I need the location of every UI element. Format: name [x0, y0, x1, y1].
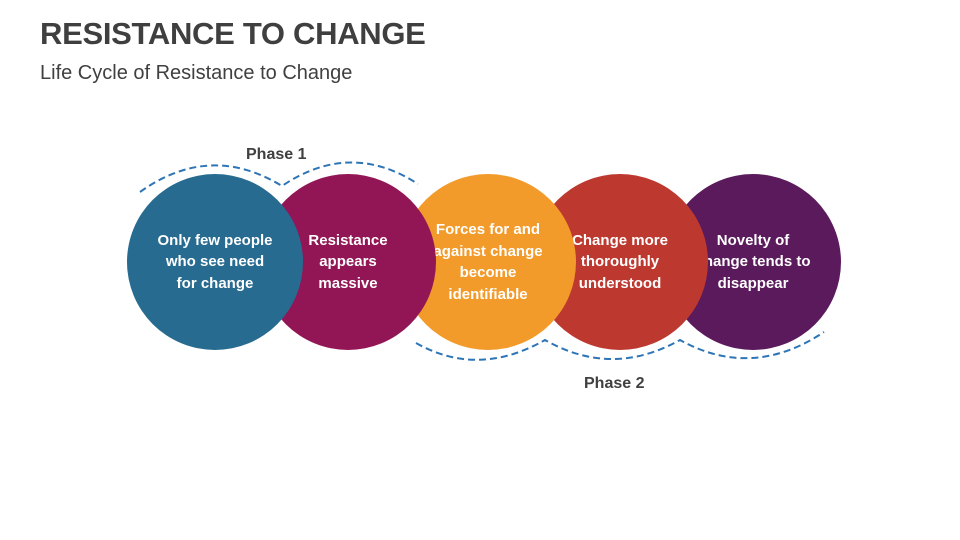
phase-2-label: Phase 2 — [584, 375, 645, 392]
stage-3-circle: Forces for and against change become ide… — [400, 174, 576, 350]
stage-3-text: Forces for and against change become ide… — [433, 221, 543, 303]
stage-5-text: Novelty of change tends to disappear — [695, 231, 811, 292]
slide-title: RESISTANCE TO CHANGE — [40, 16, 426, 51]
phase-1-label: Phase 1 — [246, 146, 307, 163]
phase-2-dashed-arc — [415, 331, 825, 361]
slide-subtitle: Life Cycle of Resistance to Change — [40, 62, 353, 84]
phase-1-dashed-arc — [139, 161, 419, 193]
stage-1-circle: Only few people who see need for change — [127, 174, 303, 350]
stage-1-text: Only few people who see need for change — [157, 231, 273, 292]
stage-2-text: Resistance appears massive — [308, 231, 388, 292]
stage-4-text: Change more thoroughly understood — [572, 231, 668, 292]
